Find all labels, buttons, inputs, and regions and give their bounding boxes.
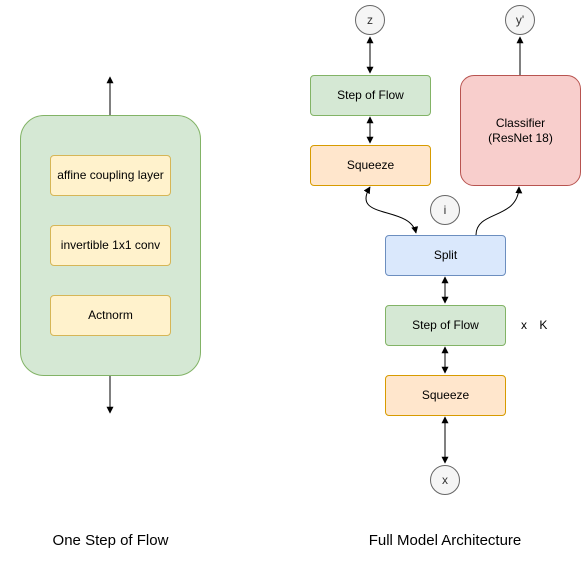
x-node-label: x: [442, 473, 448, 487]
squeeze-top-block: Squeeze: [310, 145, 431, 186]
y-prime-node-label: y': [515, 13, 525, 27]
arrow-split-classifier: [475, 186, 523, 236]
actnorm-block: Actnorm: [50, 295, 171, 336]
actnorm-label: Actnorm: [88, 308, 133, 322]
i-node: i: [430, 195, 460, 225]
step-of-flow-bottom-block: Step of Flow: [385, 305, 506, 346]
classifier-label-line1: Classifier: [495, 115, 546, 130]
squeeze-bottom-block: Squeeze: [385, 375, 506, 416]
classifier-block: Classifier (ResNet 18): [460, 75, 581, 186]
split-label: Split: [433, 248, 458, 262]
invertible-conv-label: invertible 1x1 conv: [60, 238, 161, 252]
repeat-k-label: K: [539, 318, 548, 332]
i-node-label: i: [443, 203, 447, 217]
x-node: x: [430, 465, 460, 495]
repeat-x-label: x: [521, 318, 527, 332]
z-node-label: z: [367, 13, 373, 27]
arrow-squeeze-split: [363, 186, 419, 234]
z-node: z: [355, 5, 385, 35]
step-of-flow-top-label: Step of Flow: [337, 88, 404, 102]
squeeze-top-label: Squeeze: [346, 158, 395, 172]
step-of-flow-top-block: Step of Flow: [310, 75, 431, 116]
right-caption: Full Model Architecture: [368, 532, 522, 549]
affine-coupling-layer-label: affine coupling layer: [57, 168, 164, 182]
left-caption: One Step of Flow: [52, 532, 169, 549]
step-of-flow-bottom-label: Step of Flow: [412, 318, 479, 332]
invertible-conv-block: invertible 1x1 conv: [50, 225, 171, 266]
y-prime-node: y': [505, 5, 535, 35]
repeat-multiplier: x K: [521, 318, 547, 332]
split-block: Split: [385, 235, 506, 276]
classifier-label-line2: (ResNet 18): [488, 130, 553, 145]
affine-coupling-layer-block: affine coupling layer: [50, 155, 171, 196]
squeeze-bottom-label: Squeeze: [421, 388, 470, 402]
